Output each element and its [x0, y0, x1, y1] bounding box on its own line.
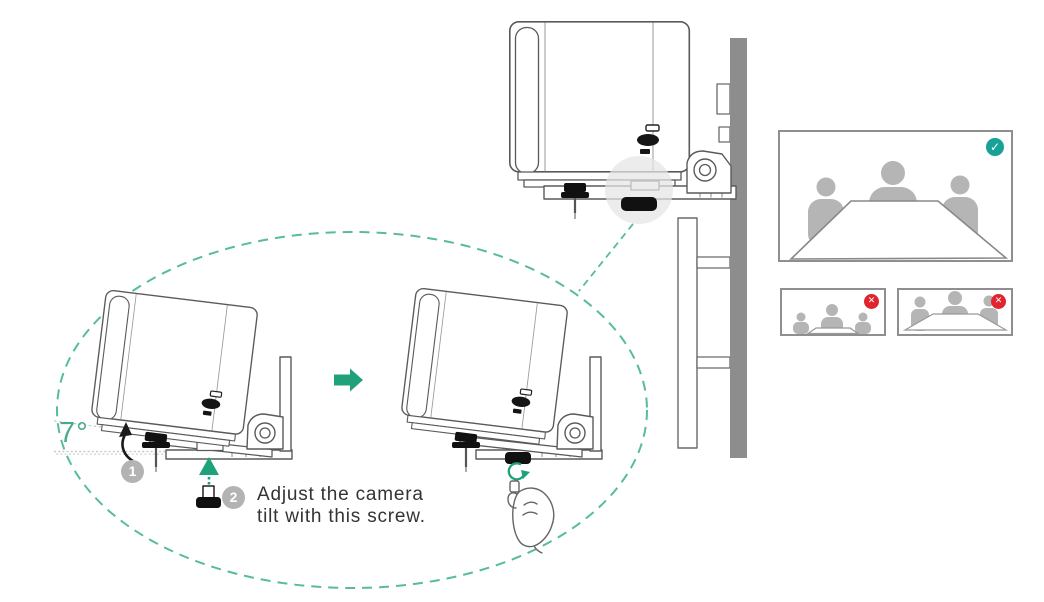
detail-highlight-circle [605, 156, 673, 224]
preview-subjects-too-low: ✕ [780, 288, 886, 336]
mount-hinge [246, 413, 284, 450]
front-support-screw [561, 183, 589, 219]
step2-instruction-line2: tilt with this screw. [257, 505, 426, 527]
rotate-screw-arrow-icon [507, 462, 530, 481]
detail-leader-line [578, 223, 634, 292]
step2-instruction-line1: Adjust the camera [257, 484, 424, 505]
tilt-screw-knob [505, 452, 531, 464]
front-support-screw [142, 431, 170, 472]
cross-icon: ✕ [864, 294, 879, 309]
bracket-wall-arm [589, 356, 602, 452]
camera-side-view [508, 20, 691, 188]
bracket-wall-arm [279, 356, 292, 452]
camera-tilt-step2-view [398, 287, 603, 554]
step2-number-badge: 2 [222, 486, 245, 509]
meeting-room-view [789, 161, 1009, 260]
hand-turning-screw-icon [507, 480, 555, 554]
preview-correct-framing: ✓ [778, 130, 1013, 262]
meeting-room-view [902, 291, 1009, 331]
lift-arrow-icon [119, 422, 134, 463]
step2-instruction-text: Adjust the camera tilt with this screw. [257, 484, 507, 527]
front-support-screw [452, 431, 480, 472]
mount-hinge [686, 150, 732, 194]
camera-side-view-tilted [88, 289, 259, 449]
tilt-angle-label: 7° [59, 417, 89, 449]
camera-tilt-step1-view [53, 289, 293, 508]
preview-subjects-too-high: ✕ [897, 288, 1013, 336]
cross-icon: ✕ [991, 294, 1006, 309]
thumbscrew-icon [196, 485, 221, 508]
transition-arrow-icon [334, 368, 363, 392]
meeting-room-view [793, 304, 871, 334]
camera-side-view-tilted [398, 287, 569, 447]
wall-mounted-camera-assembly [508, 20, 747, 458]
detail-callout-ellipse [56, 231, 648, 589]
mount-hinge [556, 413, 594, 450]
insert-screw-arrow-icon [199, 457, 219, 486]
display-panel [730, 38, 747, 458]
step1-number-badge: 1 [121, 460, 144, 483]
check-icon: ✓ [986, 138, 1004, 156]
tilt-screw-knob [621, 197, 657, 211]
